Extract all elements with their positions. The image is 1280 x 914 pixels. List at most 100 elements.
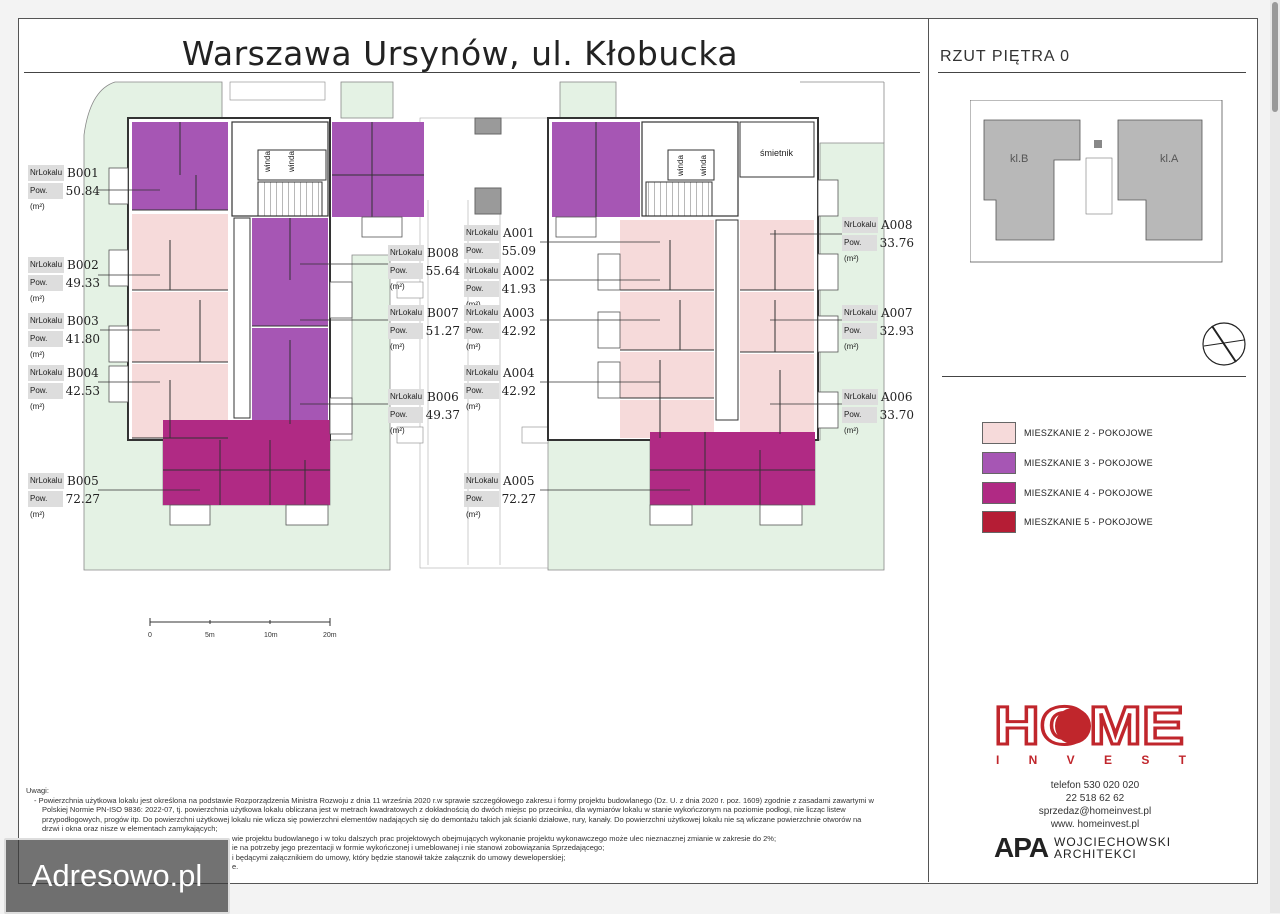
legend-item: MIESZKANIE 2 - POKOJOWE bbox=[982, 422, 1153, 444]
unit-number: A007 bbox=[881, 306, 913, 320]
unit-area: 49.33 bbox=[65, 276, 100, 290]
stairs-b bbox=[257, 181, 323, 217]
contact-website[interactable]: www. homeinvest.pl bbox=[1050, 819, 1140, 830]
a004-fill bbox=[620, 400, 714, 438]
elevator-label: winda bbox=[676, 155, 685, 177]
unit-number: A001 bbox=[503, 226, 535, 240]
unit-number: A004 bbox=[503, 366, 535, 380]
unit-number-key: NrLokalu bbox=[28, 257, 64, 273]
watermark-badge[interactable]: Adresowo.pl bbox=[4, 838, 230, 914]
architect-name-line2: ARCHITEKCI bbox=[1054, 847, 1137, 861]
shaft-2 bbox=[474, 187, 502, 215]
unit-area: 33.76 bbox=[879, 236, 914, 250]
notes-line: drzwi i okna oraz nisze w elementach zam… bbox=[42, 824, 218, 833]
unit-area: 72.27 bbox=[501, 492, 536, 506]
unit-number: B008 bbox=[427, 246, 459, 260]
unit-area: 42.53 bbox=[65, 384, 100, 398]
scale-tick: 5m bbox=[205, 632, 215, 639]
unit-number-key: NrLokalu bbox=[28, 313, 64, 329]
legend-swatch bbox=[982, 482, 1016, 504]
unit-number: A002 bbox=[503, 264, 535, 278]
scrollbar[interactable] bbox=[1270, 0, 1280, 913]
building-a bbox=[547, 117, 839, 526]
legend-swatch bbox=[982, 452, 1016, 474]
unit-area-key: Pow. (m²) bbox=[842, 407, 877, 435]
unit-area-key: Pow. (m²) bbox=[842, 323, 877, 351]
b008-fill-top bbox=[332, 122, 424, 217]
unit-area-key: Pow. (m²) bbox=[28, 491, 63, 519]
notes-line: - Powierzchnia użytkowa lokalu jest okre… bbox=[34, 795, 874, 805]
key-plan: kl.B kl.A bbox=[970, 100, 1223, 263]
unit-area-key: Pow. (m²) bbox=[464, 383, 499, 411]
b005-fill bbox=[163, 420, 330, 505]
notes-line: wie projektu budowlanego i w toku dalszy… bbox=[232, 833, 777, 843]
unit-number: B004 bbox=[67, 366, 99, 380]
a005-fill bbox=[650, 432, 815, 505]
page-title: Warszawa Ursynów, ul. Kłobucka bbox=[181, 34, 739, 73]
scrollbar-thumb[interactable] bbox=[1272, 2, 1278, 112]
unit-number: B001 bbox=[67, 166, 99, 180]
yard-top-left bbox=[229, 81, 326, 101]
scale-bar bbox=[149, 618, 331, 626]
apa-logo-mark: APA bbox=[994, 832, 1049, 863]
unit-number: A006 bbox=[881, 390, 913, 404]
legend-label: MIESZKANIE 5 - POKOJOWE bbox=[1024, 517, 1153, 527]
a001-fill bbox=[620, 220, 714, 290]
bin-room bbox=[739, 121, 815, 178]
legend-label: MIESZKANIE 4 - POKOJOWE bbox=[1024, 488, 1153, 498]
legend-item: MIESZKANIE 4 - POKOJOWE bbox=[982, 482, 1153, 504]
unit-number-key: NrLokalu bbox=[842, 389, 878, 405]
legend-item: MIESZKANIE 3 - POKOJOWE bbox=[982, 452, 1153, 474]
unit-area: 41.93 bbox=[501, 282, 536, 296]
unit-number-key: NrLokalu bbox=[842, 217, 878, 233]
floor-title: RZUT PIĘTRA 0 bbox=[940, 48, 1071, 65]
unit-number-key: NrLokalu bbox=[464, 263, 500, 279]
unit-number-key: NrLokalu bbox=[28, 473, 64, 489]
unit-area-key: Pow. (m²) bbox=[464, 281, 499, 309]
contact-phone-1: telefon 530 020 020 bbox=[1050, 780, 1140, 791]
unit-area-key: Pow. (m²) bbox=[388, 263, 423, 291]
unit-area-key: Pow. (m²) bbox=[842, 235, 877, 263]
garden-top-right bbox=[559, 81, 617, 119]
unit-number-key: NrLokalu bbox=[464, 473, 500, 489]
a006-fill bbox=[740, 354, 814, 434]
unit-number-key: NrLokalu bbox=[464, 365, 500, 381]
contact-phone-2: 22 518 62 62 bbox=[1065, 793, 1125, 804]
floor-title-underline bbox=[938, 72, 1246, 73]
unit-area: 55.09 bbox=[501, 244, 536, 258]
unit-number-key: NrLokalu bbox=[842, 305, 878, 321]
legend-item: MIESZKANIE 5 - POKOJOWE bbox=[982, 511, 1153, 533]
unit-area-key: Pow. (m²) bbox=[388, 323, 423, 351]
unit-number-key: NrLokalu bbox=[28, 365, 64, 381]
unit-number: B003 bbox=[67, 314, 99, 328]
architect-logo: APA WOJCIECHOWSKI ARCHITEKCI bbox=[994, 832, 1171, 864]
sheet-divider bbox=[928, 18, 929, 882]
notes-heading: Uwagi: bbox=[26, 786, 49, 795]
unit-area-key: Pow. (m²) bbox=[464, 323, 499, 351]
contact-email[interactable]: sprzedaz@homeinvest.pl bbox=[1038, 806, 1152, 817]
notes-line: i będącymi załącznikiem do umowy, który … bbox=[232, 852, 566, 862]
notes-line: e. bbox=[232, 862, 239, 871]
floor-plan: winda winda winda winda śmietnik 0 5m 10… bbox=[83, 81, 885, 639]
unit-number-key: NrLokalu bbox=[388, 389, 424, 405]
b003-fill bbox=[132, 292, 228, 362]
unit-number-key: NrLokalu bbox=[464, 225, 500, 241]
legend-swatch bbox=[982, 422, 1016, 444]
unit-area: 42.92 bbox=[501, 384, 536, 398]
